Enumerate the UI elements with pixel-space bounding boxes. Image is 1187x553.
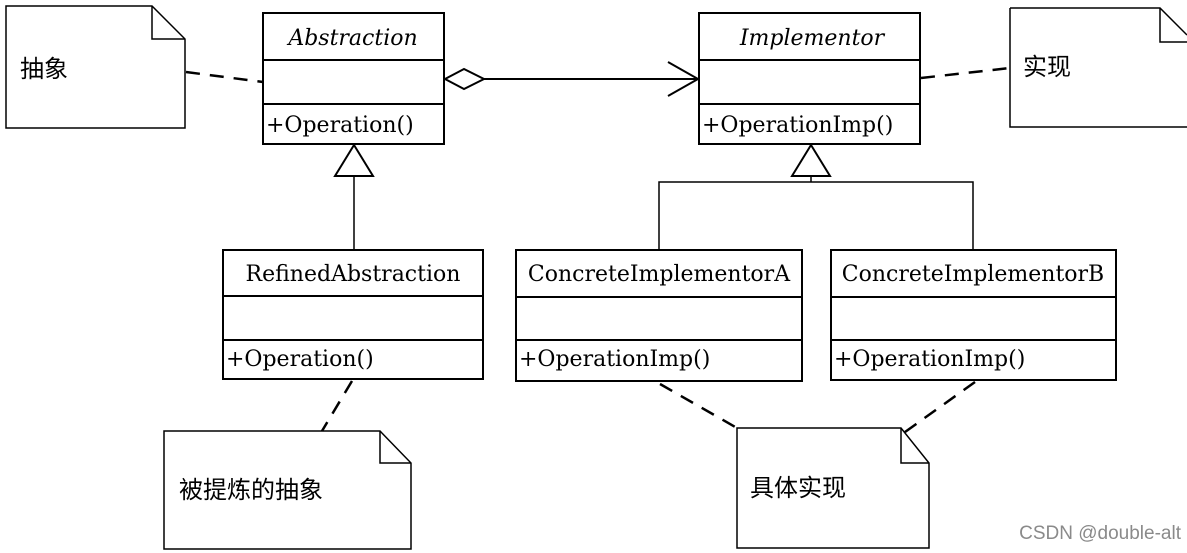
class-concrete-implementor-a: ConcreteImplementorA +OperationImp() xyxy=(515,249,803,382)
class-concrete-b-name: ConcreteImplementorB xyxy=(842,262,1104,287)
note-link-concrete-b xyxy=(904,380,976,434)
note-link-refined xyxy=(320,380,354,432)
aggregation-relation xyxy=(442,61,701,97)
note-implementor-text: 实现 xyxy=(1023,53,1071,81)
note-abstraction: 抽象 xyxy=(5,5,186,129)
inheritance-triangle-icon xyxy=(333,143,375,177)
class-abstraction-name: Abstraction xyxy=(286,26,417,51)
class-concrete-a-operation: +OperationImp() xyxy=(519,347,710,372)
inheritance-triangle-icon xyxy=(790,143,832,177)
class-implementor-name: Implementor xyxy=(739,26,886,51)
aggregation-diamond-icon xyxy=(442,67,487,91)
note-refined: 被提炼的抽象 xyxy=(163,430,412,550)
note-link-concrete-a xyxy=(659,382,738,430)
class-implementor-operation: +OperationImp() xyxy=(702,113,893,138)
note-concrete: 具体实现 xyxy=(736,427,930,549)
generalization-refined xyxy=(333,143,375,250)
class-implementor: Implementor +OperationImp() xyxy=(698,12,921,145)
class-refined-operation: +Operation() xyxy=(226,347,374,372)
class-refined-abstraction: RefinedAbstraction +Operation() xyxy=(222,249,484,380)
class-refined-name: RefinedAbstraction xyxy=(246,262,461,287)
generalization-concrete xyxy=(658,143,974,250)
class-concrete-a-name: ConcreteImplementorA xyxy=(528,262,791,287)
note-refined-text: 被提炼的抽象 xyxy=(179,476,323,504)
note-link-implementor xyxy=(920,66,1011,80)
note-link-abstraction xyxy=(185,70,264,84)
class-abstraction-operation: +Operation() xyxy=(266,113,414,138)
note-concrete-text: 具体实现 xyxy=(750,474,846,502)
note-abstraction-text: 抽象 xyxy=(20,55,68,83)
note-implementor: 实现 xyxy=(1009,7,1187,128)
class-abstraction: Abstraction +Operation() xyxy=(262,12,445,145)
class-concrete-implementor-b: ConcreteImplementorB +OperationImp() xyxy=(830,249,1117,381)
class-concrete-b-operation: +OperationImp() xyxy=(834,347,1025,372)
watermark: CSDN @double-alt xyxy=(1019,523,1182,544)
